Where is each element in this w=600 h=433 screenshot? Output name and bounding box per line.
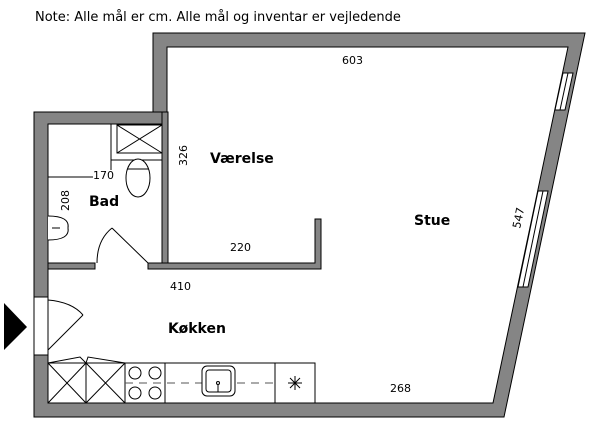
dim-vaerelse-height: 326 xyxy=(177,145,190,166)
vaerelse-bottom-wall xyxy=(147,218,322,270)
outer-wall xyxy=(33,32,586,418)
dim-bad-width: 170 xyxy=(93,169,114,182)
extractor-icon xyxy=(288,376,302,390)
bad-vaerelse-wall xyxy=(161,111,169,270)
room-label-kokken: Køkken xyxy=(168,321,226,337)
dim-top: 603 xyxy=(342,54,363,67)
dim-hall: 410 xyxy=(170,280,191,293)
room-label-stue: Stue xyxy=(414,213,450,229)
bathroom-fixtures xyxy=(47,124,163,264)
entrance-opening xyxy=(33,296,49,356)
room-label-bad: Bad xyxy=(89,194,119,210)
walls xyxy=(33,32,586,418)
dim-bottom: 268 xyxy=(390,382,411,395)
kitchen-counter xyxy=(47,356,316,404)
room-label-vaerelse: Værelse xyxy=(210,151,274,167)
bad-wall-left xyxy=(47,262,96,270)
bad-door xyxy=(111,227,149,264)
entrance-door xyxy=(47,314,84,351)
disclaimer-note: Note: Alle mål er cm. Alle mål og invent… xyxy=(35,10,401,25)
stove xyxy=(128,366,162,400)
dim-stue-side: 547 xyxy=(510,206,527,229)
dim-vaerelse-width: 220 xyxy=(230,241,251,254)
entrance-arrow-icon xyxy=(4,303,27,350)
dim-bad-height: 208 xyxy=(59,190,72,211)
toilet xyxy=(125,158,151,198)
